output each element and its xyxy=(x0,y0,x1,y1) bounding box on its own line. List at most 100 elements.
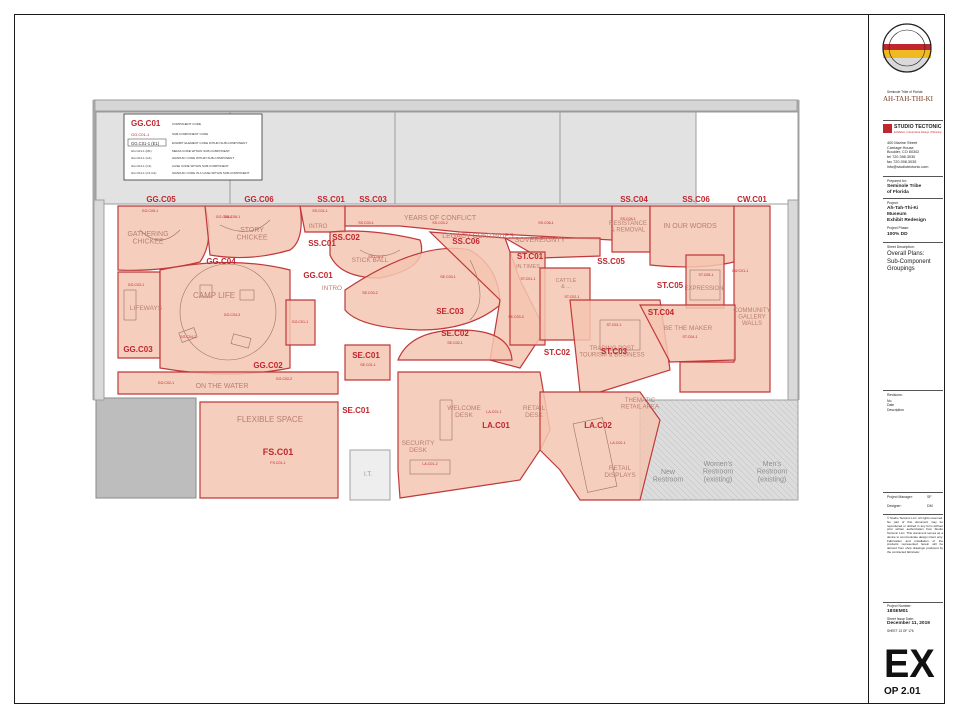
legend-case-desc: CASE CODE WITHIN SUB-COMPONENT xyxy=(172,164,229,168)
zone-be-the-maker xyxy=(639,304,736,363)
legend-graphic-case-desc: GRAPHIC CODE IN A CASE WITHIN SUB-COMPON… xyxy=(172,171,250,175)
code-ss-c06: SS.C06 xyxy=(682,195,710,204)
sheet-count: SHEET 13 OF 176 xyxy=(887,629,914,633)
area-camp-life: CAMP LIFE xyxy=(193,291,235,300)
project-number: 18SEM01 xyxy=(887,609,909,614)
code-gg-c02: GG.C02 xyxy=(253,361,283,370)
code-gg-c01: GG.C01 xyxy=(303,271,333,280)
sub-st-c02-1: ST.C02-1 xyxy=(565,295,580,299)
seminole-seal-logo xyxy=(882,23,932,73)
zone-gg-c02 xyxy=(285,299,316,346)
area-be-the-maker: BE THE MAKER xyxy=(664,325,713,332)
code-ss-c06b: SS.C06 xyxy=(452,237,480,246)
sub-se-c02-1: SE.C02-1 xyxy=(447,341,463,345)
code-se-c03: SE.C03 xyxy=(436,307,464,316)
area-on-the-water: ON THE WATER xyxy=(196,383,249,390)
exhibit-furniture xyxy=(123,219,721,493)
project-manager: SF xyxy=(927,495,932,499)
sub-gg-c02-1: GG.C02-1 xyxy=(158,381,174,385)
area-in-our-words: IN OUR WORDS xyxy=(663,223,717,230)
sub-gg-c06-1: GG.C06-1 xyxy=(224,215,240,219)
code-cw-c01: CW.C01 xyxy=(737,195,767,204)
sheet-description: Overall Plans: Sub-Component Groupings xyxy=(887,251,931,272)
code-la-c02: LA.C02 xyxy=(584,421,612,430)
code-se-c01b: SE.C01 xyxy=(342,406,370,415)
sub-gg-c04-3: GG.C04-3 xyxy=(224,313,240,317)
sheet-code: EX xyxy=(884,642,935,686)
legend-graphic-case-sample: GG.C01-1 (C1-G1) xyxy=(131,171,156,175)
legend-component-desc: COMPONENT CODE xyxy=(172,122,201,126)
code-ss-c02: SS.C02 xyxy=(332,233,360,242)
code-se-c02: SE.C02 xyxy=(441,329,469,338)
sub-la-c01-2: LA.C01-2 xyxy=(422,462,437,466)
code-ss-c05: SS.C05 xyxy=(597,257,625,266)
prepared-for: Seminole Tribe of Florida xyxy=(887,184,922,195)
client-subtitle: Seminole Tribe of Florida xyxy=(887,90,923,94)
sub-ss-c06-1: SS.C06-1 xyxy=(538,221,554,225)
sub-se-c03-3: SE.C03-3 xyxy=(508,315,524,319)
museum-logo-text: AH-TAH-THI-KI xyxy=(883,95,933,103)
legend-sub-sample: GG.C01-1 xyxy=(131,132,150,137)
floor-plan: GG.C01 COMPONENT CODE GG.C01-1 SUB-COMPO… xyxy=(92,99,800,501)
sub-se-c03-2: SE.C03-2 xyxy=(362,291,378,295)
sub-ss-c03-1: SS.C03-1 xyxy=(358,221,374,225)
sub-gg-c03-1: GG.C03-1 xyxy=(128,283,144,287)
project-name: Ah-Tah-Thi-Ki Museum Exhibit Redesign xyxy=(887,206,926,223)
code-ss-c01: SS.C01 xyxy=(317,195,345,204)
zone-on-the-water xyxy=(117,371,339,395)
code-legend: GG.C01 COMPONENT CODE GG.C01-1 SUB-COMPO… xyxy=(123,113,263,181)
manager-label: Project Manager: xyxy=(887,495,913,499)
zone-st-c01 xyxy=(509,251,546,346)
code-st-c04: ST.C04 xyxy=(648,308,675,317)
legend-sub-desc: SUB-COMPONENT CODE xyxy=(172,132,208,136)
sub-ss-c03-2: SS.C03-2 xyxy=(432,221,448,225)
prepared-for-label: Prepared for: xyxy=(887,179,907,183)
zone-story-chickee xyxy=(204,205,302,259)
area-cattle: CATTLE& ... xyxy=(556,278,577,290)
drawing-sheet-border xyxy=(14,14,945,704)
sub-fs-c01-1: FS.C01-1 xyxy=(270,461,285,465)
area-lifeways: LIFEWAYS xyxy=(130,305,163,312)
sub-ss-c04-1: SS.C04-1 xyxy=(620,217,636,221)
sub-gg-c04-1: GG.C04-1 xyxy=(216,215,232,219)
area-sovereignty: SOVEREIGNTY xyxy=(515,237,566,244)
revisions-columns: No. Date Description xyxy=(887,399,904,412)
code-gg-c03: GG.C03 xyxy=(123,345,153,354)
sheet-number: OP 2.01 xyxy=(884,686,921,697)
zone-se-c01 xyxy=(344,344,391,381)
code-ss-c03: SS.C03 xyxy=(359,195,387,204)
code-gg-c04: GG.C04 xyxy=(206,257,236,266)
sub-ss-c01-1: SS.C01-1 xyxy=(312,209,328,213)
sub-gg-c01-1: GG.C01-1 xyxy=(292,320,308,324)
code-st-c01: ST.C01 xyxy=(517,252,544,261)
project-phase: 100% DD xyxy=(887,232,908,237)
area-expression: EXPRESSION xyxy=(684,286,723,292)
revisions-label: Revisions: xyxy=(887,393,903,397)
zone-flexible-space xyxy=(199,401,339,499)
sub-st-c04-1: ST.C04-1 xyxy=(683,335,698,339)
sub-se-c01-1: SE.C01-1 xyxy=(360,363,376,367)
code-st-c02: ST.C02 xyxy=(544,348,571,357)
issue-date: December 11, 2019 xyxy=(887,621,930,626)
legend-exhibit-sample: GG.C01-1 (E1) xyxy=(131,141,160,146)
title-block: Seminole Tribe of Florida AH-TAH-THI-KI … xyxy=(868,14,945,704)
zone-la-c01 xyxy=(397,371,551,499)
code-se-c01a: SE.C01 xyxy=(352,351,380,360)
code-la-c01: LA.C01 xyxy=(482,421,510,430)
legend-case-sample: GG.C01-1 (C1) xyxy=(131,164,151,168)
sub-st-c03-1: ST.C03-1 xyxy=(607,323,622,327)
project-label: Project: xyxy=(887,201,899,205)
studio-tectonic-logo xyxy=(883,124,892,133)
code-st-c03: ST.C03 xyxy=(601,347,628,356)
